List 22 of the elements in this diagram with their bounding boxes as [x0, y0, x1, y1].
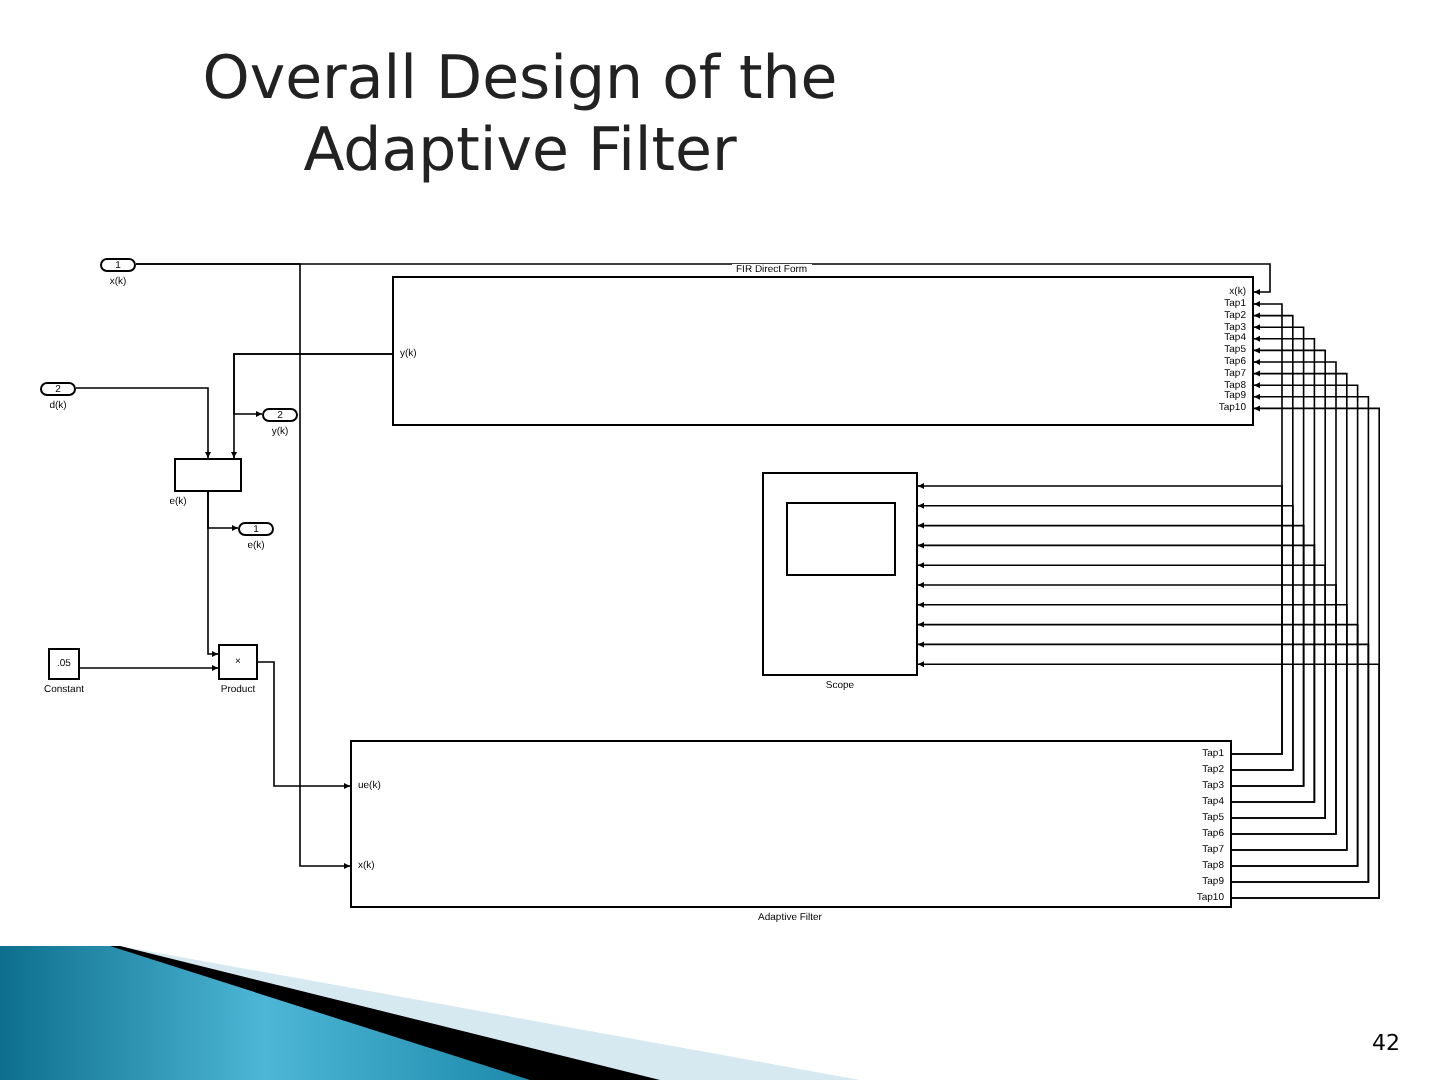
inport-block — [40, 382, 76, 396]
subsystem-block — [350, 740, 1232, 908]
signal-line — [79, 664, 219, 672]
signal-line — [917, 621, 1359, 867]
page-number: 42 — [1372, 1030, 1400, 1056]
signal-line — [917, 661, 1380, 899]
signal-line — [233, 353, 393, 418]
inport-block — [100, 258, 136, 272]
signal-line — [257, 661, 351, 790]
signal-line — [917, 641, 1370, 883]
signal-line — [207, 491, 219, 658]
scope-block — [762, 472, 918, 676]
outport-block — [262, 408, 298, 422]
subsystem-block — [392, 276, 1254, 426]
product-block — [218, 644, 258, 680]
signal-line — [75, 387, 212, 459]
constant-block — [48, 648, 80, 680]
sum-block — [174, 458, 242, 492]
outport-block — [238, 522, 274, 536]
signal-line — [917, 601, 1348, 851]
signal-line — [135, 263, 351, 870]
slide-title: Overall Design of the Adaptive Filter — [200, 44, 840, 188]
